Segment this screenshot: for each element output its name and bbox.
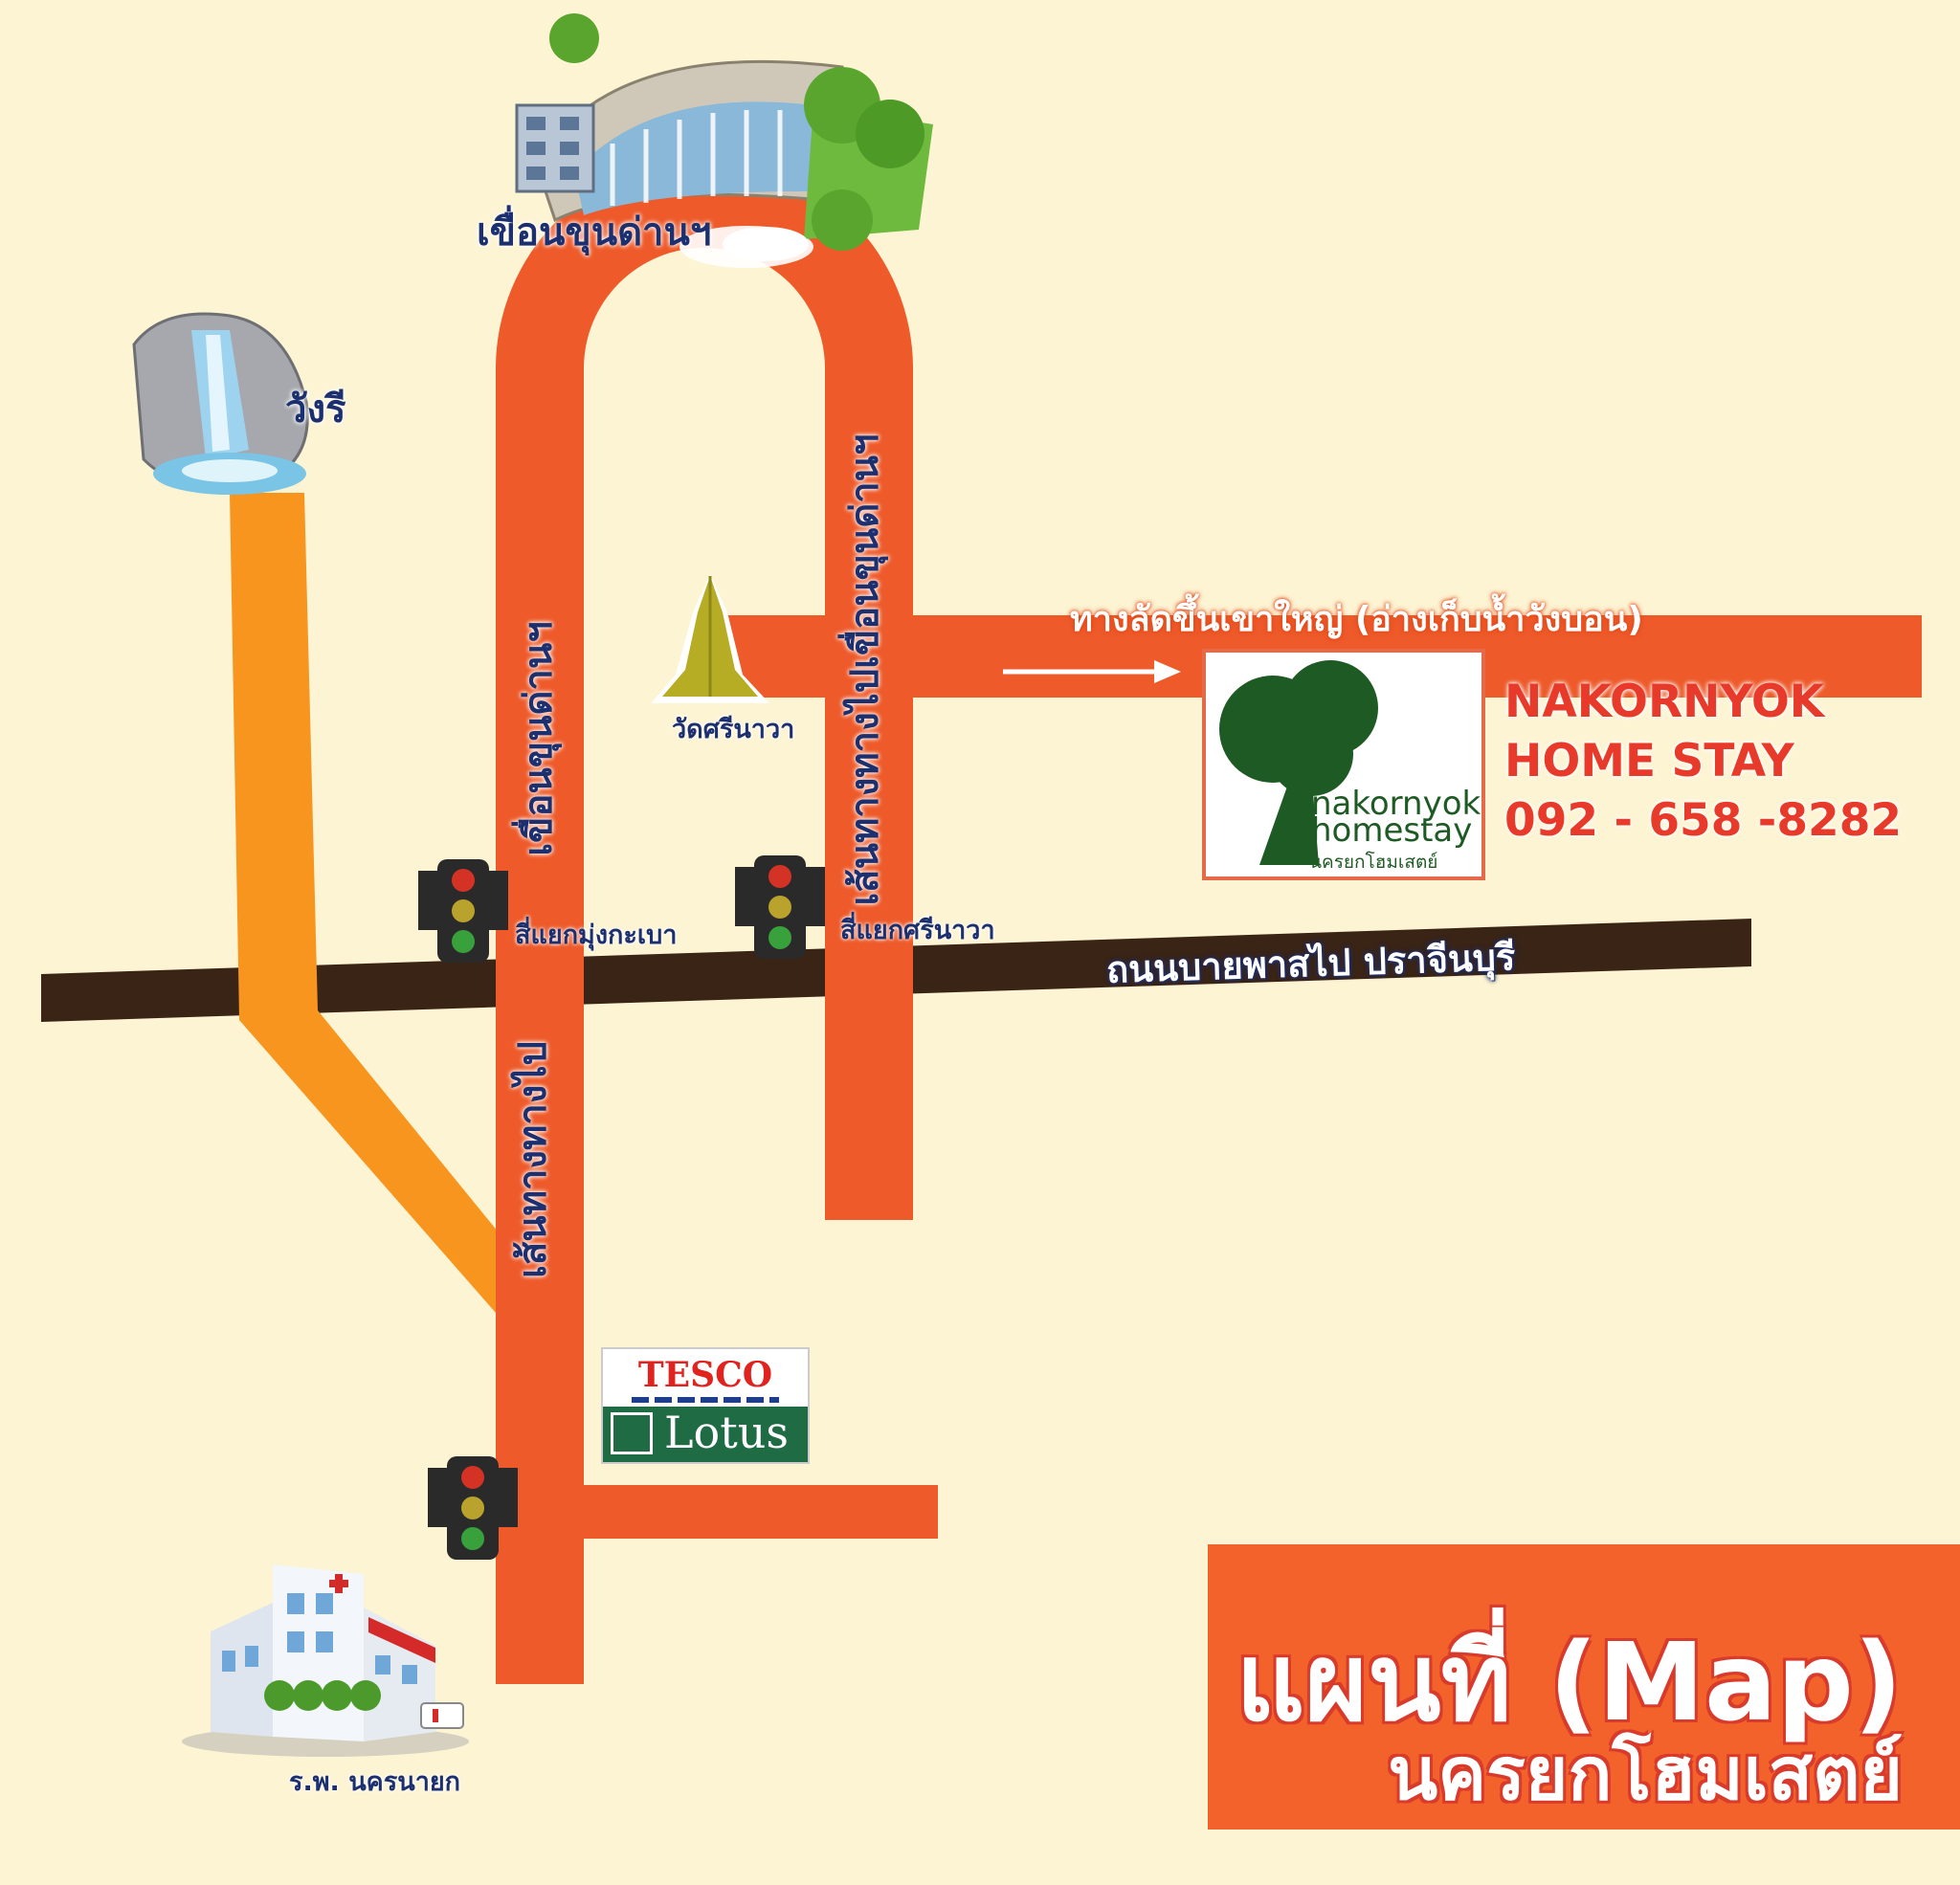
intersection-left-label: สี่แยกมุ่งกะเบา [515,920,678,950]
map-subtitle: นครยกโฮมเสตย์ [1388,1731,1903,1816]
waterfall-road [230,493,536,1359]
traffic-light-icon [735,855,825,959]
tesco-brand-bottom: Lotus [664,1407,789,1458]
traffic-light-icon [418,859,508,963]
map-title: แผนที่ (Map) [1236,1621,1903,1745]
arrow-right-icon [1003,660,1181,683]
map-title-box: แผนที่ (Map) นครยกโฮมเสตย์ [1208,1544,1960,1830]
hospital-label: ร.พ. นครนายก [289,1767,461,1797]
dam-label: เขื่อนขุนด่านฯ [477,211,712,255]
logo-name-thai: นครยกโฮมเสตย์ [1309,852,1438,873]
left-road-lower-label: เส้นทางทางไป [511,1041,555,1278]
tree-logo-icon [1219,660,1378,865]
tesco-stripes [632,1397,779,1403]
homestay-phone: 092 - 658 -8282 [1504,794,1903,847]
homestay-logo: nakornyok homestay นครยกโฮมเสตย์ [1202,649,1485,880]
tesco-brand-top: TESCO [637,1355,773,1395]
intersection-right-label: สี่แยกศรีนาวา [840,916,995,945]
tesco-road [580,1485,938,1539]
logo-name-line1: nakornyok [1311,785,1481,823]
traffic-light-icon [428,1456,518,1560]
tesco-lotus-logo: TESCO Lotus [601,1347,810,1464]
logo-name-line2: homestay [1311,811,1473,850]
homestay-name-line2: HOME STAY [1504,735,1794,787]
shortcut-road-label: ทางลัดขึ้นเขาใหญ่ (อ่างเก็บน้ำวังบอน) [1070,600,1643,639]
hospital-icon [182,1564,469,1757]
waterfall-icon [132,312,309,495]
main-loop-road [496,160,913,1684]
right-road-label: เส้นทางทางไปเขื่อนขุนด่านฯ [843,433,887,906]
dam-icon [515,13,933,268]
left-road-upper-label: เขื่อนขุนด่านฯ [517,621,561,856]
temple-label: วัดศรีนาวา [672,715,795,744]
homestay-name-line1: NAKORNYOK [1504,676,1825,728]
lotus-mark-icon [611,1412,653,1454]
waterfall-label: วังรี [285,388,346,432]
tesco-green-band: Lotus [603,1407,808,1462]
temple-icon [651,574,769,703]
